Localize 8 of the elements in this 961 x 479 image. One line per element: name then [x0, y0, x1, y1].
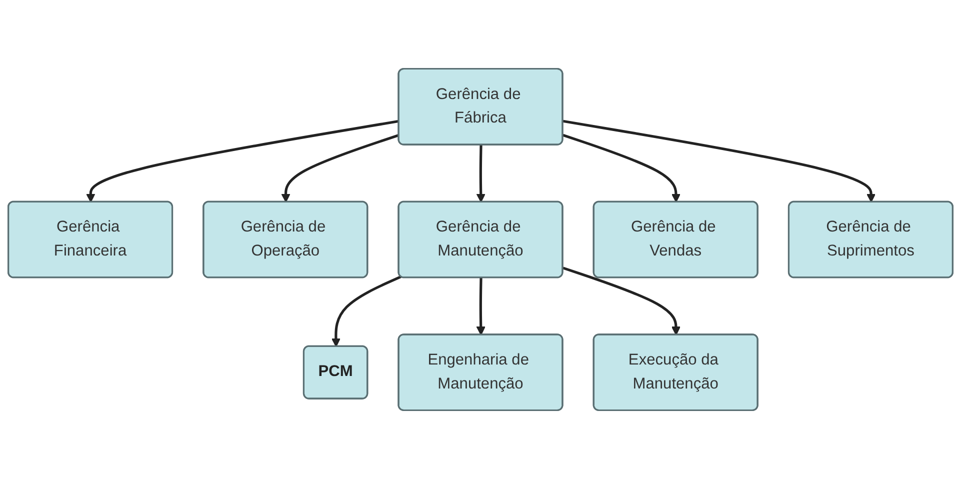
- arrow: [331, 276, 402, 348]
- arrow: [476, 145, 486, 203]
- arrow: [562, 120, 876, 203]
- arrow: [562, 266, 681, 336]
- arrow: [476, 278, 486, 336]
- arrow: [281, 134, 400, 203]
- arrow: [562, 134, 681, 203]
- arrow: [86, 120, 400, 203]
